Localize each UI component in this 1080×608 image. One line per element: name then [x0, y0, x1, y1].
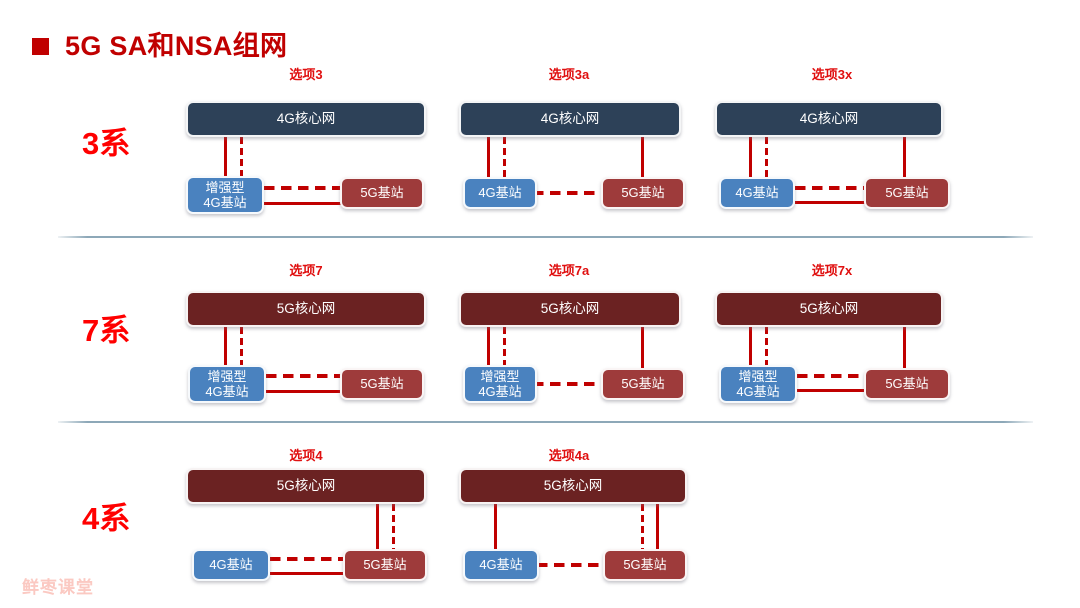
page-title: 5G SA和NSA组网 — [32, 33, 287, 60]
connector-core-left-dashed-opt7a — [503, 327, 506, 372]
node-left-opt3a[interactable]: 4G基站 — [463, 177, 537, 209]
option-caption-3: 选项3 — [289, 67, 323, 82]
option-caption-4: 选项4 — [289, 448, 323, 463]
connector-core-left-dashed-opt3x — [765, 137, 768, 182]
node-core-opt7a[interactable]: 5G核心网 — [459, 291, 681, 327]
connector-left-right-dashed-opt3x — [795, 186, 867, 190]
page-title-text: 5G SA和NSA组网 — [65, 31, 288, 61]
connector-left-right-dashed-opt3 — [264, 186, 350, 190]
connector-left-right-solid-opt4 — [270, 572, 346, 575]
option-caption-7a: 选项7a — [548, 263, 590, 278]
connector-core-right-solid-opt4a — [656, 504, 659, 554]
connector-core-left-dashed-opt3 — [240, 137, 243, 182]
connector-core-left-dashed-opt7x — [765, 327, 768, 372]
watermark: 鲜枣课堂 — [22, 578, 94, 597]
connector-core-left-solid-opt3 — [224, 137, 227, 182]
node-left-opt4[interactable]: 4G基站 — [192, 549, 270, 581]
node-core-opt4a[interactable]: 5G核心网 — [459, 468, 687, 504]
connector-core-right-solid-opt3x — [903, 137, 906, 182]
connector-core-left-dashed-opt3a — [503, 137, 506, 182]
node-left-opt3x[interactable]: 4G基站 — [719, 177, 795, 209]
connector-left-right-dashed-opt4 — [270, 557, 346, 561]
node-right-opt3a[interactable]: 5G基站 — [601, 177, 685, 209]
row-divider-1 — [58, 236, 1033, 238]
connector-core-left-solid-opt7a — [487, 327, 490, 372]
node-core-opt7[interactable]: 5G核心网 — [186, 291, 426, 327]
option-caption-7x: 选项7x — [811, 263, 853, 278]
row-label-4: 4系 — [82, 501, 131, 536]
row-label-3: 3系 — [82, 126, 131, 161]
node-core-opt3a[interactable]: 4G核心网 — [459, 101, 681, 137]
connector-core-right-solid-opt7x — [903, 327, 906, 372]
node-right-opt7a[interactable]: 5G基站 — [601, 368, 685, 400]
connector-core-left-solid-opt7x — [749, 327, 752, 372]
connector-core-left-solid-opt7 — [224, 327, 227, 372]
connector-left-right-solid-opt3 — [264, 202, 350, 205]
node-left-opt7x[interactable]: 增强型 4G基站 — [719, 365, 797, 403]
connector-left-right-dashed-opt7 — [266, 374, 350, 378]
node-core-opt7x[interactable]: 5G核心网 — [715, 291, 943, 327]
connector-left-right-dashed-opt7x — [797, 374, 867, 378]
square-bullet-icon — [32, 38, 49, 55]
node-core-opt3[interactable]: 4G核心网 — [186, 101, 426, 137]
connector-core-left-solid-opt3x — [749, 137, 752, 182]
node-left-opt4a[interactable]: 4G基站 — [463, 549, 539, 581]
connector-left-right-dashed-opt4a — [537, 563, 607, 567]
connector-left-right-dashed-opt3a — [533, 191, 603, 195]
option-caption-4a: 选项4a — [548, 448, 590, 463]
row-label-7: 7系 — [82, 313, 131, 348]
node-right-opt3[interactable]: 5G基站 — [340, 177, 424, 209]
node-right-opt4[interactable]: 5G基站 — [343, 549, 427, 581]
connector-core-right-dashed-opt4a — [641, 504, 644, 554]
node-left-opt3[interactable]: 增强型 4G基站 — [186, 176, 264, 214]
node-right-opt4a[interactable]: 5G基站 — [603, 549, 687, 581]
connector-core-right-solid-opt3a — [641, 137, 644, 182]
connector-core-left-solid-opt4a — [494, 504, 497, 554]
connector-left-right-solid-opt7x — [797, 389, 867, 392]
node-left-opt7a[interactable]: 增强型 4G基站 — [463, 365, 537, 403]
row-divider-2 — [58, 421, 1033, 423]
connector-left-right-solid-opt3x — [795, 201, 867, 204]
option-caption-7: 选项7 — [289, 263, 323, 278]
option-caption-3a: 选项3a — [548, 67, 590, 82]
connector-core-right-solid-opt4 — [376, 504, 379, 554]
node-left-opt7[interactable]: 增强型 4G基站 — [188, 365, 266, 403]
node-core-opt3x[interactable]: 4G核心网 — [715, 101, 943, 137]
connector-core-right-solid-opt7a — [641, 327, 644, 372]
connector-left-right-dashed-opt7a — [533, 382, 603, 386]
connector-left-right-solid-opt7 — [266, 390, 350, 393]
node-core-opt4[interactable]: 5G核心网 — [186, 468, 426, 504]
node-right-opt7[interactable]: 5G基站 — [340, 368, 424, 400]
connector-core-left-dashed-opt7 — [240, 327, 243, 372]
connector-core-right-dashed-opt4 — [392, 504, 395, 554]
node-right-opt7x[interactable]: 5G基站 — [864, 368, 950, 400]
connector-core-left-solid-opt3a — [487, 137, 490, 182]
node-right-opt3x[interactable]: 5G基站 — [864, 177, 950, 209]
option-caption-3x: 选项3x — [811, 67, 853, 82]
